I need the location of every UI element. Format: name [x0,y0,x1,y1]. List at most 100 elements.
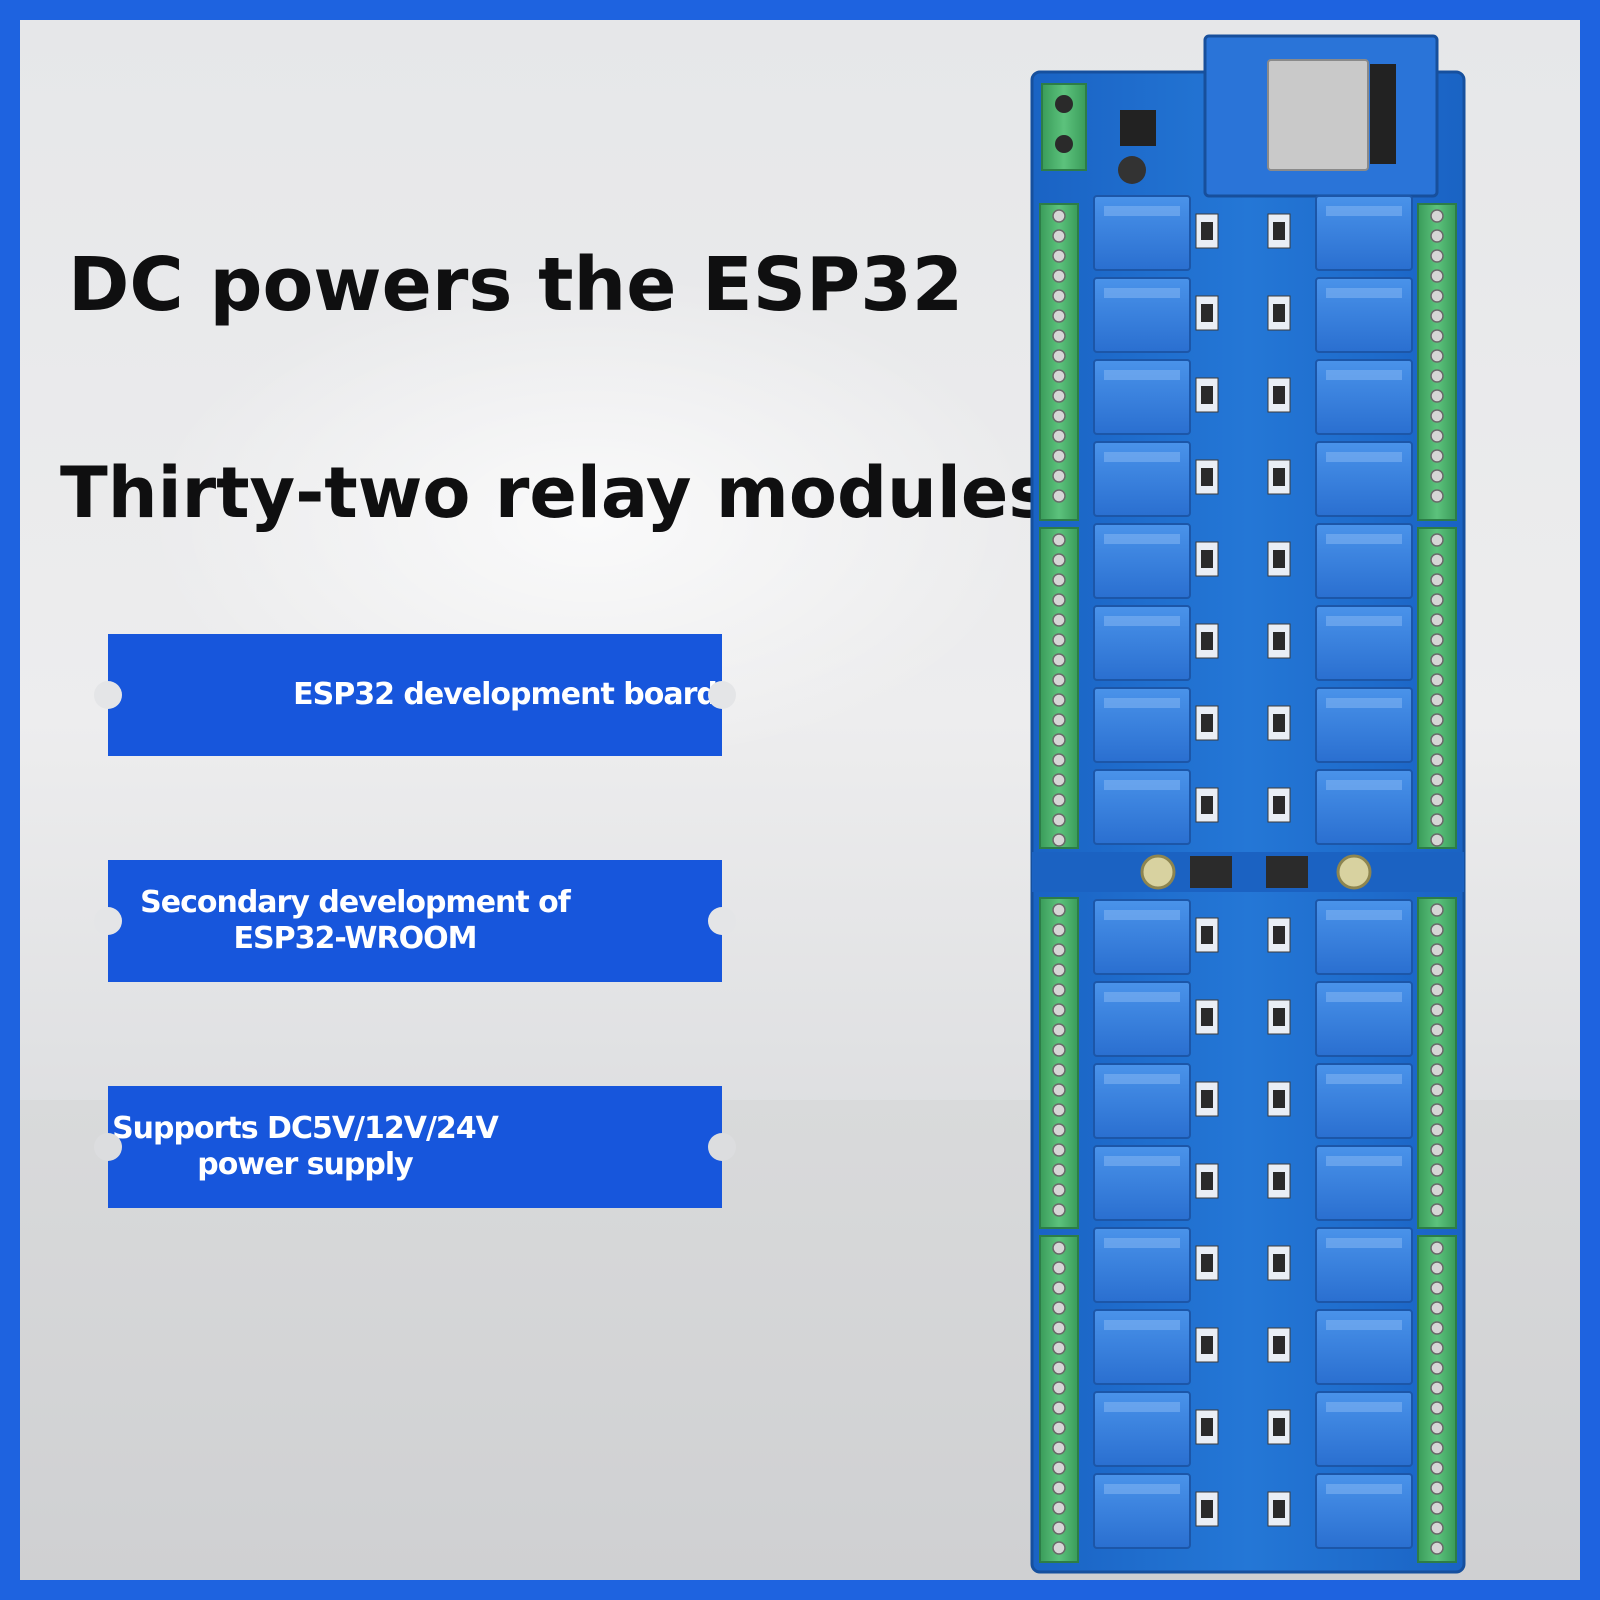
transistor [1273,1008,1285,1026]
terminal-screw [1052,903,1066,917]
terminal-screw [1052,1103,1066,1117]
relay-label-band [1326,780,1402,790]
terminal-screw [1430,733,1444,747]
terminal-screw [1052,1261,1066,1275]
pcb-middle-strip [1032,852,1464,892]
terminal-screw [1052,653,1066,667]
terminal-screw [1430,533,1444,547]
transistor [1273,632,1285,650]
terminal-screw [1430,633,1444,647]
transistor [1201,714,1213,732]
terminal-screw [1430,469,1444,483]
relay-label-band [1326,452,1402,462]
terminal-screw [1052,613,1066,627]
terminal-screw [1052,983,1066,997]
terminal-screw [1052,733,1066,747]
terminal-screw [1052,1003,1066,1017]
terminal-screw [1430,1521,1444,1535]
terminal-screw [1430,983,1444,997]
terminal-screw [1052,1183,1066,1197]
terminal-screw [1052,289,1066,303]
relay-label-band [1326,1484,1402,1494]
terminal-screw [1430,349,1444,363]
terminal-screw [1052,1501,1066,1515]
relay-label-band [1104,616,1180,626]
terminal-screw [1052,1321,1066,1335]
relay-label-band [1104,992,1180,1002]
feature-tag-power-supply: Supports DC5V/12V/24V power supply [94,1086,736,1208]
terminal-screw [1430,309,1444,323]
transistor [1201,304,1213,322]
terminal-screw [1052,1203,1066,1217]
feature-line: power supply [197,1147,413,1182]
terminal-screw [1052,249,1066,263]
terminal-screw [1430,923,1444,937]
terminal-screw [1430,429,1444,443]
terminal-screw [1052,943,1066,957]
terminal-screw [1430,693,1444,707]
esp32-module [1267,59,1369,171]
transistor [1273,796,1285,814]
terminal-screw [1052,309,1066,323]
transistor [1201,1254,1213,1272]
transistor [1273,714,1285,732]
terminal-screw [1052,369,1066,383]
transistor [1201,550,1213,568]
relay-label-band [1326,288,1402,298]
transistor [1273,1090,1285,1108]
terminal-screw [1430,1321,1444,1335]
headline-line1: DC powers the ESP32 [68,242,964,328]
terminal-screw [1430,1043,1444,1057]
terminal-screw [1430,409,1444,423]
transistor [1201,222,1213,240]
terminal-screw [1052,449,1066,463]
relay-label-band [1104,534,1180,544]
terminal-screw [1430,1241,1444,1255]
feature-line: Secondary development of [140,885,571,920]
terminal-screw [1052,469,1066,483]
transistor [1273,1336,1285,1354]
transistor [1273,222,1285,240]
relay-label-band [1104,288,1180,298]
relay-label-band [1326,1156,1402,1166]
feature-tag-secondary-development: Secondary development of ESP32-WROOM [94,860,736,982]
terminal-screw [1430,1063,1444,1077]
transistor [1201,1090,1213,1108]
transistor [1201,1336,1213,1354]
relay-label-band [1104,1320,1180,1330]
terminal-screw [1052,1023,1066,1037]
terminal-screw [1430,1261,1444,1275]
terminal-screw [1052,389,1066,403]
terminal-screw [1052,409,1066,423]
terminal-screw [1430,249,1444,263]
transistor [1273,1254,1285,1272]
terminal-screw [1052,923,1066,937]
terminal-screw [1430,1163,1444,1177]
terminal-screw [1052,693,1066,707]
terminal-screw [1430,773,1444,787]
transistor [1201,386,1213,404]
terminal-screw [1430,613,1444,627]
terminal-screw [1430,1461,1444,1475]
terminal-screw [1052,1123,1066,1137]
relay-label-band [1326,534,1402,544]
terminal-screw [1052,1361,1066,1375]
terminal-screw [1430,1203,1444,1217]
transistor [1273,468,1285,486]
relay-label-band [1104,1156,1180,1166]
relay-label-band [1326,1320,1402,1330]
terminal-screw [1052,1481,1066,1495]
transistor [1201,632,1213,650]
relay-label-band [1326,1402,1402,1412]
terminal-screw [1430,1183,1444,1197]
relay-label-band [1326,370,1402,380]
terminal-screw [1430,713,1444,727]
terminal-screw [1052,1163,1066,1177]
inductor [1118,156,1146,184]
terminal-screw [1052,1461,1066,1475]
esp32-antenna-chip [1370,64,1396,164]
terminal-screw [1052,1043,1066,1057]
terminal-screw [1052,963,1066,977]
terminal-screw [1052,269,1066,283]
